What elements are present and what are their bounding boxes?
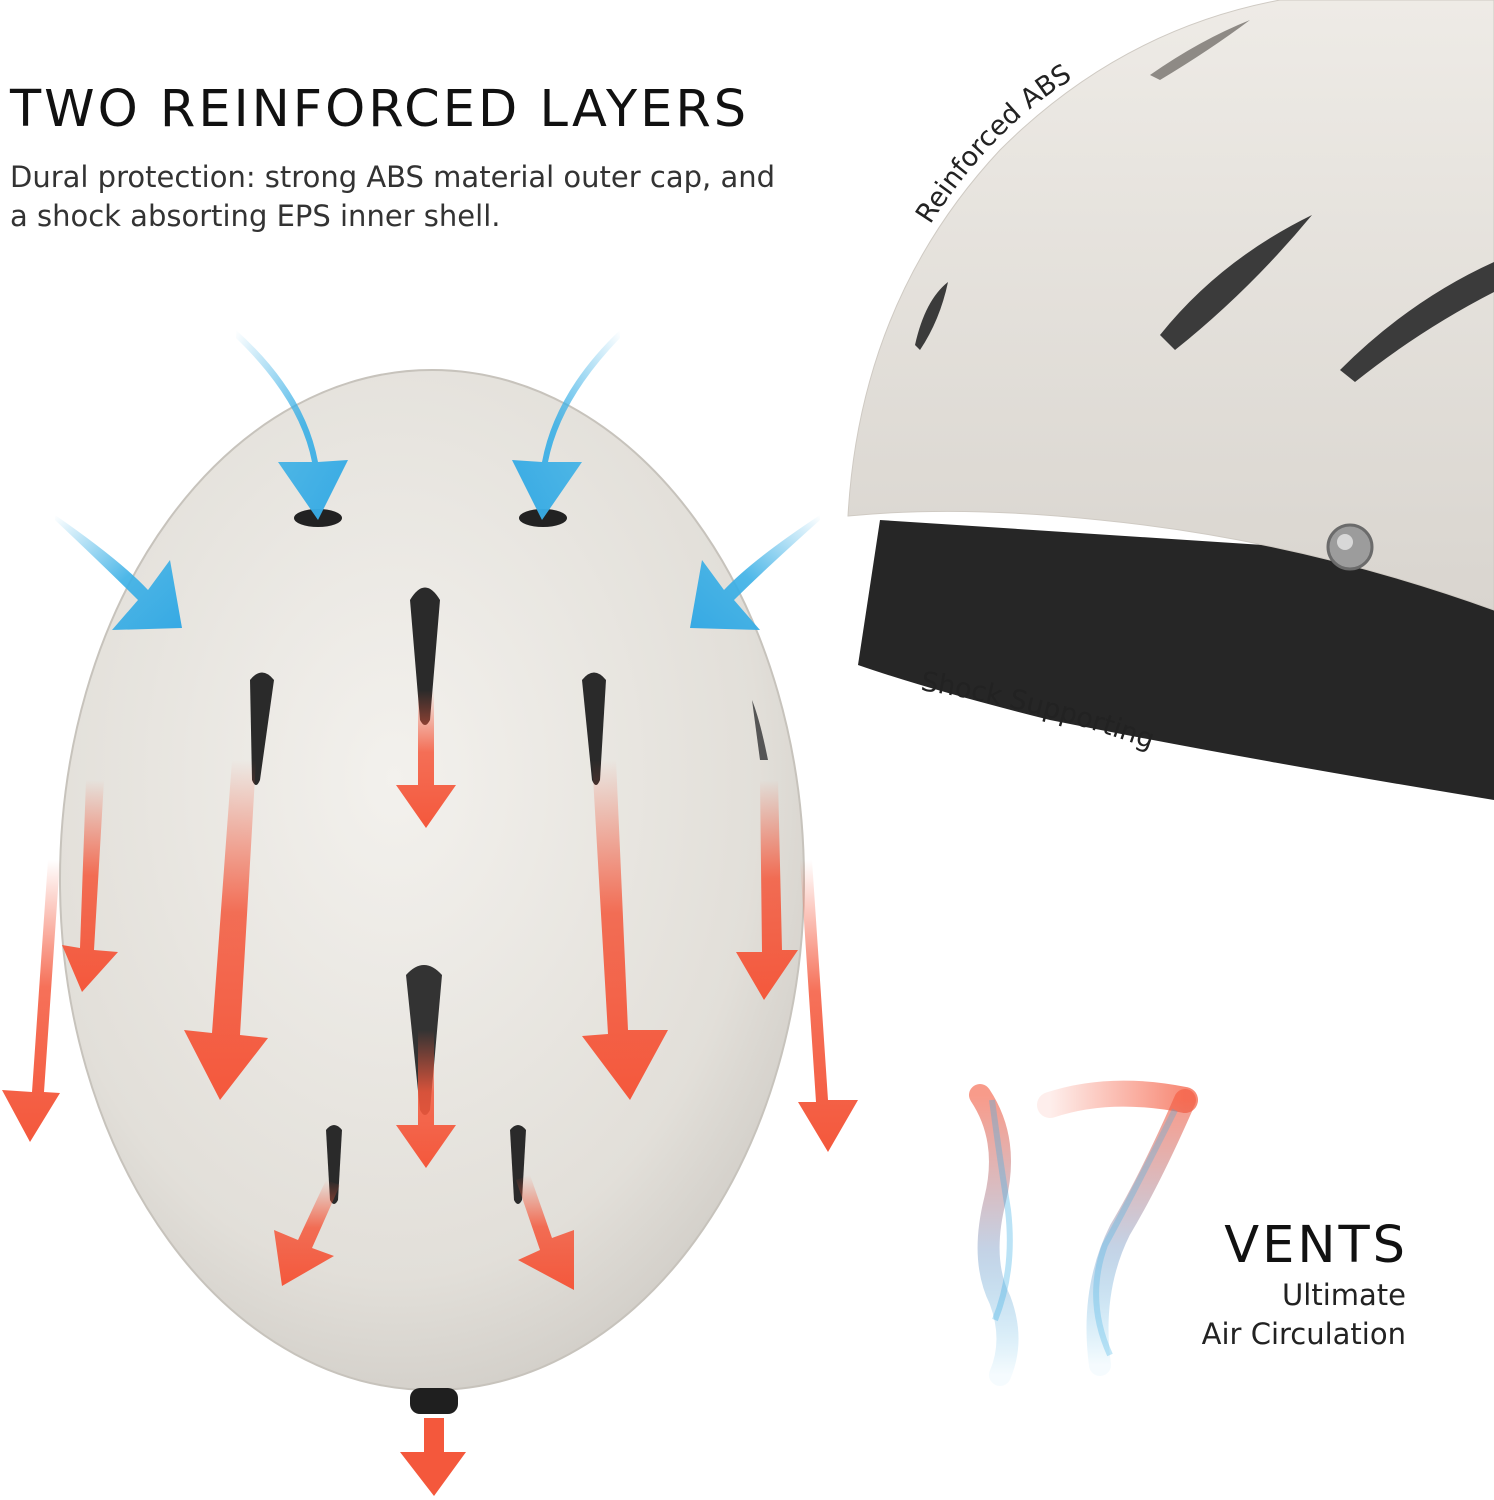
- exhaust-arrow-icon: [736, 780, 798, 1000]
- ribbon-seven-top: [1037, 1080, 1198, 1118]
- exhaust-arrow-icon: [62, 780, 118, 992]
- top-shell: [59, 369, 805, 1391]
- vents-count-graphic: 17: [969, 1080, 1198, 1386]
- exhaust-arrow-icon: [798, 860, 858, 1152]
- ribbon-one-strand: [989, 1099, 1013, 1322]
- intake-arrows: [55, 330, 820, 630]
- vents-count: 17: [1040, 1379, 1043, 1381]
- intake-arrow-icon: [55, 515, 182, 630]
- ribbon-one: [969, 1084, 1019, 1386]
- vent-slot: [582, 672, 606, 785]
- exhaust-arrow-icon: [396, 1030, 456, 1168]
- exhaust-arrow-icon: [582, 760, 668, 1100]
- side-vent: [1160, 215, 1312, 350]
- exhaust-arrow-icon: [516, 1175, 574, 1290]
- vents-subtitle-line2: Air Circulation: [1201, 1317, 1406, 1351]
- rivet-highlight: [1337, 534, 1353, 550]
- vents-subtitle-line1: Ultimate: [1282, 1278, 1406, 1312]
- side-helmet-image: [847, 0, 1494, 800]
- side-vent: [1340, 262, 1494, 382]
- vent-slot: [410, 587, 440, 725]
- rear-adjuster: [410, 1388, 458, 1414]
- vents-subtitle: Ultimate Air Circulation: [1120, 1276, 1406, 1354]
- liner-band: [858, 520, 1494, 800]
- intake-arrow-icon: [512, 330, 620, 520]
- intake-arrow-icon: [236, 330, 348, 520]
- vents-title: VENTS: [1224, 1216, 1408, 1275]
- intake-arrow-icon: [690, 515, 820, 630]
- ribbon-seven-strand: [1093, 1108, 1178, 1357]
- side-vent: [915, 282, 948, 350]
- exhaust-arrow-icon: [396, 690, 456, 828]
- outer-shell: [847, 0, 1494, 611]
- exhaust-arrow-icon: [274, 1180, 340, 1286]
- exhaust-arrow-icon: [400, 1418, 466, 1496]
- exhaust-arrow-icon: [184, 760, 268, 1100]
- vent-slot: [250, 672, 274, 785]
- side-vent: [1150, 20, 1250, 80]
- exhaust-arrow-icon: [2, 860, 60, 1142]
- ribbon-seven-stem: [1086, 1089, 1196, 1376]
- vent-slot: [752, 700, 768, 760]
- page-title: TWO REINFORCED LAYERS: [10, 80, 750, 139]
- exhaust-arrows: [2, 690, 858, 1496]
- top-helmet-image: [59, 369, 805, 1414]
- page-subtitle: Dural protection: strong ABS material ou…: [10, 160, 776, 233]
